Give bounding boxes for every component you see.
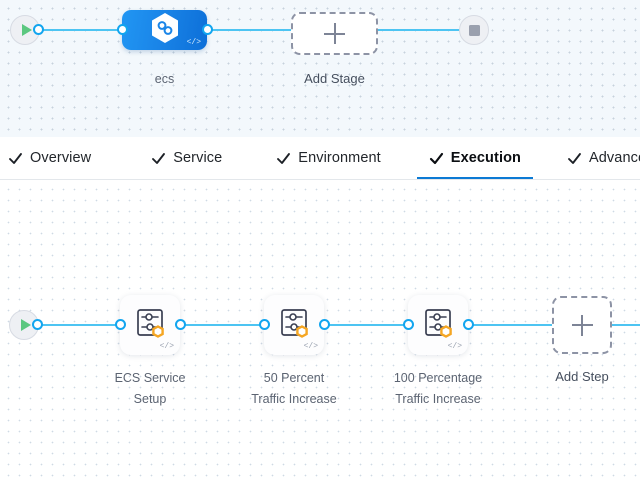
stage-ecs-out-port[interactable] xyxy=(202,24,213,35)
add-stage-label: Add Stage xyxy=(304,71,365,86)
step-connector-2-to-3 xyxy=(322,324,414,326)
stage-connector-add-to-end xyxy=(377,29,467,31)
step-1-in-port[interactable] xyxy=(115,319,126,330)
play-icon xyxy=(21,24,32,36)
tab-service[interactable]: Service xyxy=(151,137,223,179)
pipeline-section-tabs[interactable]: Overview Service Environment Execution A xyxy=(0,137,640,180)
play-icon xyxy=(20,319,31,331)
step-2-out-port[interactable] xyxy=(319,319,330,330)
tab-environment[interactable]: Environment xyxy=(276,137,381,179)
orange-hexagon-icon xyxy=(296,324,308,338)
stage-connector-start-to-ecs xyxy=(30,29,127,31)
stage-connector-ecs-to-add xyxy=(205,29,295,31)
step-1-label-line2: Setup xyxy=(133,392,167,406)
step-settings-icon xyxy=(277,306,311,345)
plus-icon xyxy=(571,314,593,336)
add-step-button[interactable] xyxy=(552,296,612,354)
orange-hexagon-icon xyxy=(152,324,164,338)
step-connector-1-to-2 xyxy=(178,324,270,326)
step-3-out-port[interactable] xyxy=(463,319,474,330)
step-2-label: 50 Percent Traffic Increase xyxy=(229,368,359,410)
tab-execution-label: Execution xyxy=(450,150,521,166)
add-stage-button[interactable] xyxy=(291,12,378,55)
check-icon xyxy=(151,151,166,166)
step-settings-icon xyxy=(421,306,455,345)
check-icon xyxy=(429,151,444,166)
orange-hexagon-icon xyxy=(440,324,452,338)
tab-service-label: Service xyxy=(173,150,223,166)
step-3-label-line2: Traffic Increase xyxy=(395,392,481,406)
add-step-label: Add Step xyxy=(555,369,609,384)
step-2-label-line2: Traffic Increase xyxy=(251,392,337,406)
harness-hexagon-icon xyxy=(150,12,180,49)
step-2-label-line1: 50 Percent xyxy=(263,371,325,385)
step-node-1[interactable]: </> xyxy=(120,295,180,355)
step-3-label-line1: 100 Percentage xyxy=(393,371,483,385)
step-code-tag: </> xyxy=(447,342,462,351)
stage-start-port[interactable] xyxy=(33,24,44,35)
step-connector-add-to-end xyxy=(612,324,640,326)
step-2-in-port[interactable] xyxy=(259,319,270,330)
check-icon xyxy=(8,151,23,166)
stop-square-icon xyxy=(468,24,480,36)
tab-advanced-label: Advanced xyxy=(589,150,640,166)
step-node-3[interactable]: </> xyxy=(408,295,468,355)
check-icon xyxy=(276,151,291,166)
tab-advanced[interactable]: Advanced xyxy=(567,137,640,179)
step-1-out-port[interactable] xyxy=(175,319,186,330)
step-node-2[interactable]: </> xyxy=(264,295,324,355)
step-connector-start-to-1 xyxy=(30,324,125,326)
step-3-label: 100 Percentage Traffic Increase xyxy=(371,368,505,410)
execution-step-canvas[interactable]: </> ECS Service Setup xyxy=(0,180,640,480)
tab-overview-label: Overview xyxy=(30,150,92,166)
tab-overview[interactable]: Overview xyxy=(8,137,92,179)
step-1-label-line1: ECS Service xyxy=(114,371,186,385)
tab-execution[interactable]: Execution xyxy=(416,137,534,179)
stage-node-label: ecs xyxy=(154,72,175,86)
step-settings-icon xyxy=(133,306,167,345)
plus-icon xyxy=(324,23,345,44)
tab-environment-label: Environment xyxy=(298,150,381,166)
step-start-port[interactable] xyxy=(32,319,43,330)
stage-ecs-in-port[interactable] xyxy=(117,24,128,35)
stage-end-node[interactable] xyxy=(459,15,489,45)
step-1-label: ECS Service Setup xyxy=(85,368,215,410)
pipeline-stage-canvas[interactable]: </> ecs Add Stage xyxy=(0,0,640,137)
check-icon xyxy=(567,151,582,166)
stage-code-tag: </> xyxy=(186,38,201,47)
stage-node-ecs[interactable]: </> xyxy=(122,10,207,50)
step-code-tag: </> xyxy=(159,342,174,351)
step-connector-3-to-add xyxy=(466,324,552,326)
step-3-in-port[interactable] xyxy=(403,319,414,330)
step-code-tag: </> xyxy=(303,342,318,351)
